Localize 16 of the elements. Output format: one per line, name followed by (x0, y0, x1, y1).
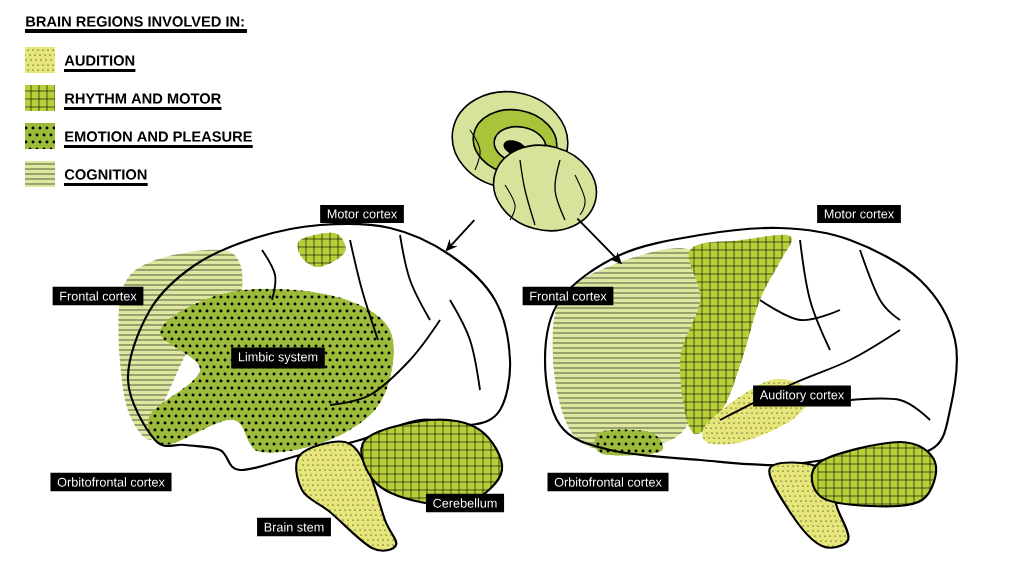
region-label: Orbitofrontal cortex (547, 472, 669, 492)
region-label: Limbic system (231, 347, 325, 369)
brain-drawing (451, 90, 598, 232)
region-label: Cerebellum (425, 493, 505, 513)
legend-text: EMOTION AND PLEASURE (64, 131, 253, 148)
region-label: Orbitofrontal cortex (50, 472, 172, 492)
region-label: Motor cortex (817, 204, 901, 224)
region-label: Frontal cortex (52, 286, 144, 306)
legend-text: RHYTHM AND MOTOR (64, 93, 222, 110)
region-label: Motor cortex (320, 204, 404, 224)
region-label: Frontal cortex (522, 286, 614, 306)
legend-text: AUDITION (64, 55, 136, 72)
region-label: Brain stem (257, 517, 331, 537)
legend-title: BRAIN REGIONS INVOLVED IN: (25, 16, 247, 33)
region-label: Auditory cortex (753, 385, 851, 407)
legend-text: COGNITION (64, 169, 148, 186)
